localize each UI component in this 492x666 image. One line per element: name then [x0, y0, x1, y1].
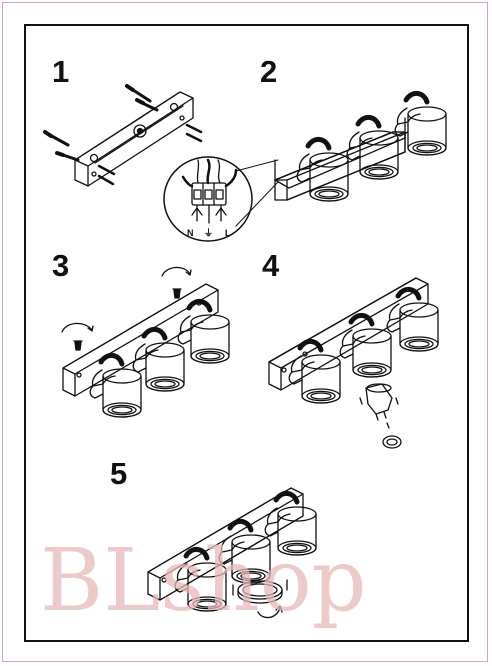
step-2-fixture-illustration: N ⏚ L [164, 93, 446, 241]
wire-neutral-label: N [187, 228, 194, 238]
step-3-mounting-illustration [62, 267, 229, 417]
wire-live-label: L [225, 228, 231, 238]
step-1-backplate-illustration [45, 86, 201, 186]
step-4-bulb-illustration [269, 278, 438, 448]
watermark-text: BLshop [40, 531, 367, 631]
wire-earth-label: ⏚ [204, 228, 213, 238]
watermark: BLshop [40, 531, 367, 631]
